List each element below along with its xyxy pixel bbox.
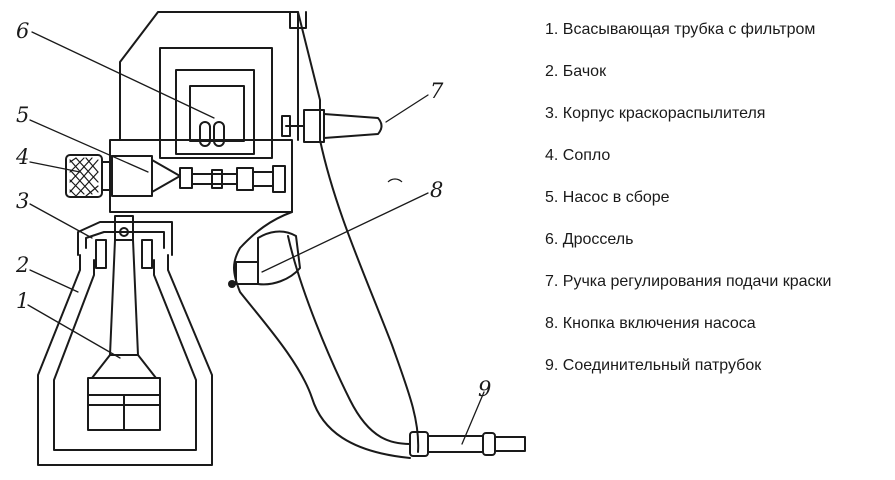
legend-item: 1. Всасывающая трубка с фильтром xyxy=(545,21,816,38)
trigger-dot xyxy=(228,280,236,288)
choke-shape xyxy=(119,11,321,159)
handle-shape xyxy=(233,139,526,459)
leader-line-9 xyxy=(461,391,485,445)
leader-line-2 xyxy=(29,269,79,293)
leader-line-1 xyxy=(27,304,121,359)
suction-tube-shape xyxy=(87,215,161,431)
leader-line-5 xyxy=(29,119,149,173)
callout-4: 4 xyxy=(15,145,29,169)
callout-2: 2 xyxy=(15,253,29,277)
legend-item: 3. Корпус краскораспылителя xyxy=(545,105,766,122)
legend-item: 6. Дроссель xyxy=(545,231,634,248)
legend-item: 5. Насос в сборе xyxy=(545,189,670,206)
leader-line-4 xyxy=(29,161,81,173)
callout-1: 1 xyxy=(16,289,29,313)
callout-5: 5 xyxy=(16,103,29,127)
callout-9: 9 xyxy=(478,377,491,401)
leader-line-3 xyxy=(29,203,93,239)
parts-legend: 1. Всасывающая трубка с фильтром 2. Бачо… xyxy=(545,20,890,398)
spray-gun-drawing: 6 5 4 3 2 1 7 8 9 xyxy=(15,11,526,466)
callout-8: 8 xyxy=(430,178,443,202)
leader-lines xyxy=(27,31,485,445)
pump-shape xyxy=(109,139,293,213)
artifact-mark xyxy=(387,178,403,183)
callout-3: 3 xyxy=(16,189,29,213)
feed-knob-shape xyxy=(281,109,383,143)
nozzle-shape xyxy=(65,154,113,198)
legend-item: 4. Сопло xyxy=(545,147,611,164)
legend-item: 9. Соединительный патрубок xyxy=(545,357,762,374)
callout-7: 7 xyxy=(430,79,444,103)
gun-body-shape xyxy=(77,221,173,269)
leader-line-8 xyxy=(261,192,429,273)
legend-item: 2. Бачок xyxy=(545,63,607,80)
legend-item: 7. Ручка регулирования подачи краски xyxy=(545,273,832,290)
callout-6: 6 xyxy=(16,19,29,43)
legend-item: 8. Кнопка включения насоса xyxy=(545,315,756,332)
tank-shape xyxy=(37,254,213,466)
leader-line-6 xyxy=(31,31,215,119)
leader-line-7 xyxy=(385,94,429,123)
